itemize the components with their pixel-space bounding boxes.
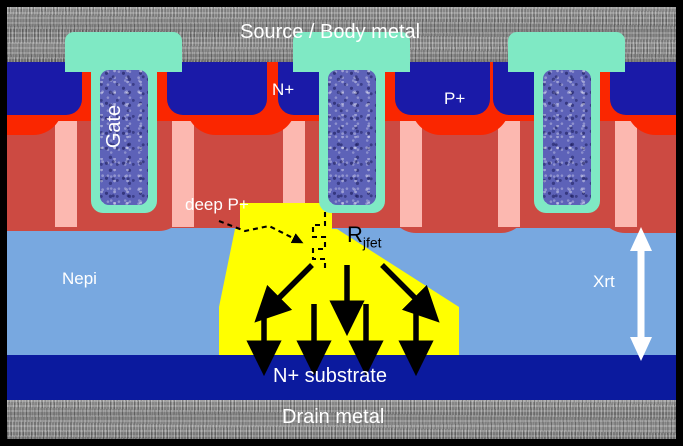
n-plus-source-4 (395, 61, 490, 115)
gate-poly-center (328, 70, 376, 205)
jfet-resistance-label-sub: jfet (362, 234, 382, 251)
n-plus-substrate-layer (7, 355, 676, 400)
p-body-left-b (172, 115, 194, 227)
deep-p-plus-column-right-edge (599, 121, 676, 233)
gate-poly-right (543, 70, 591, 205)
p-body-left-a (55, 115, 77, 227)
gate-label-text: Gate (103, 104, 126, 149)
p-body-right-b (615, 115, 637, 227)
n-plus-source-label: N+ (272, 80, 295, 99)
p-body-center-b (400, 115, 422, 227)
drain-metal-layer (7, 400, 676, 439)
drain-metal-label: Drain metal (282, 406, 385, 428)
p-body-right-a (498, 115, 520, 227)
source-body-metal-label: Source / Body metal (240, 21, 421, 43)
n-plus-substrate-label: N+ substrate (273, 365, 387, 387)
deep-p-plus-label: deep P+ (185, 195, 249, 214)
gate-label: Gate (103, 105, 126, 148)
n-plus-source-2 (167, 61, 267, 115)
jfet-resistance-label: Rjfet (347, 222, 382, 250)
xrt-label: Xrt (593, 272, 615, 291)
diagram-frame: Source / Body metal Drain metal N+ subst… (7, 7, 676, 439)
n-epi-label: Nepi (62, 269, 97, 288)
gate-poly-left (100, 70, 148, 205)
p-body-center-a (283, 115, 305, 227)
jfet-resistance-label-main: R (347, 222, 363, 247)
p-plus-surface-label: P+ (444, 89, 466, 108)
